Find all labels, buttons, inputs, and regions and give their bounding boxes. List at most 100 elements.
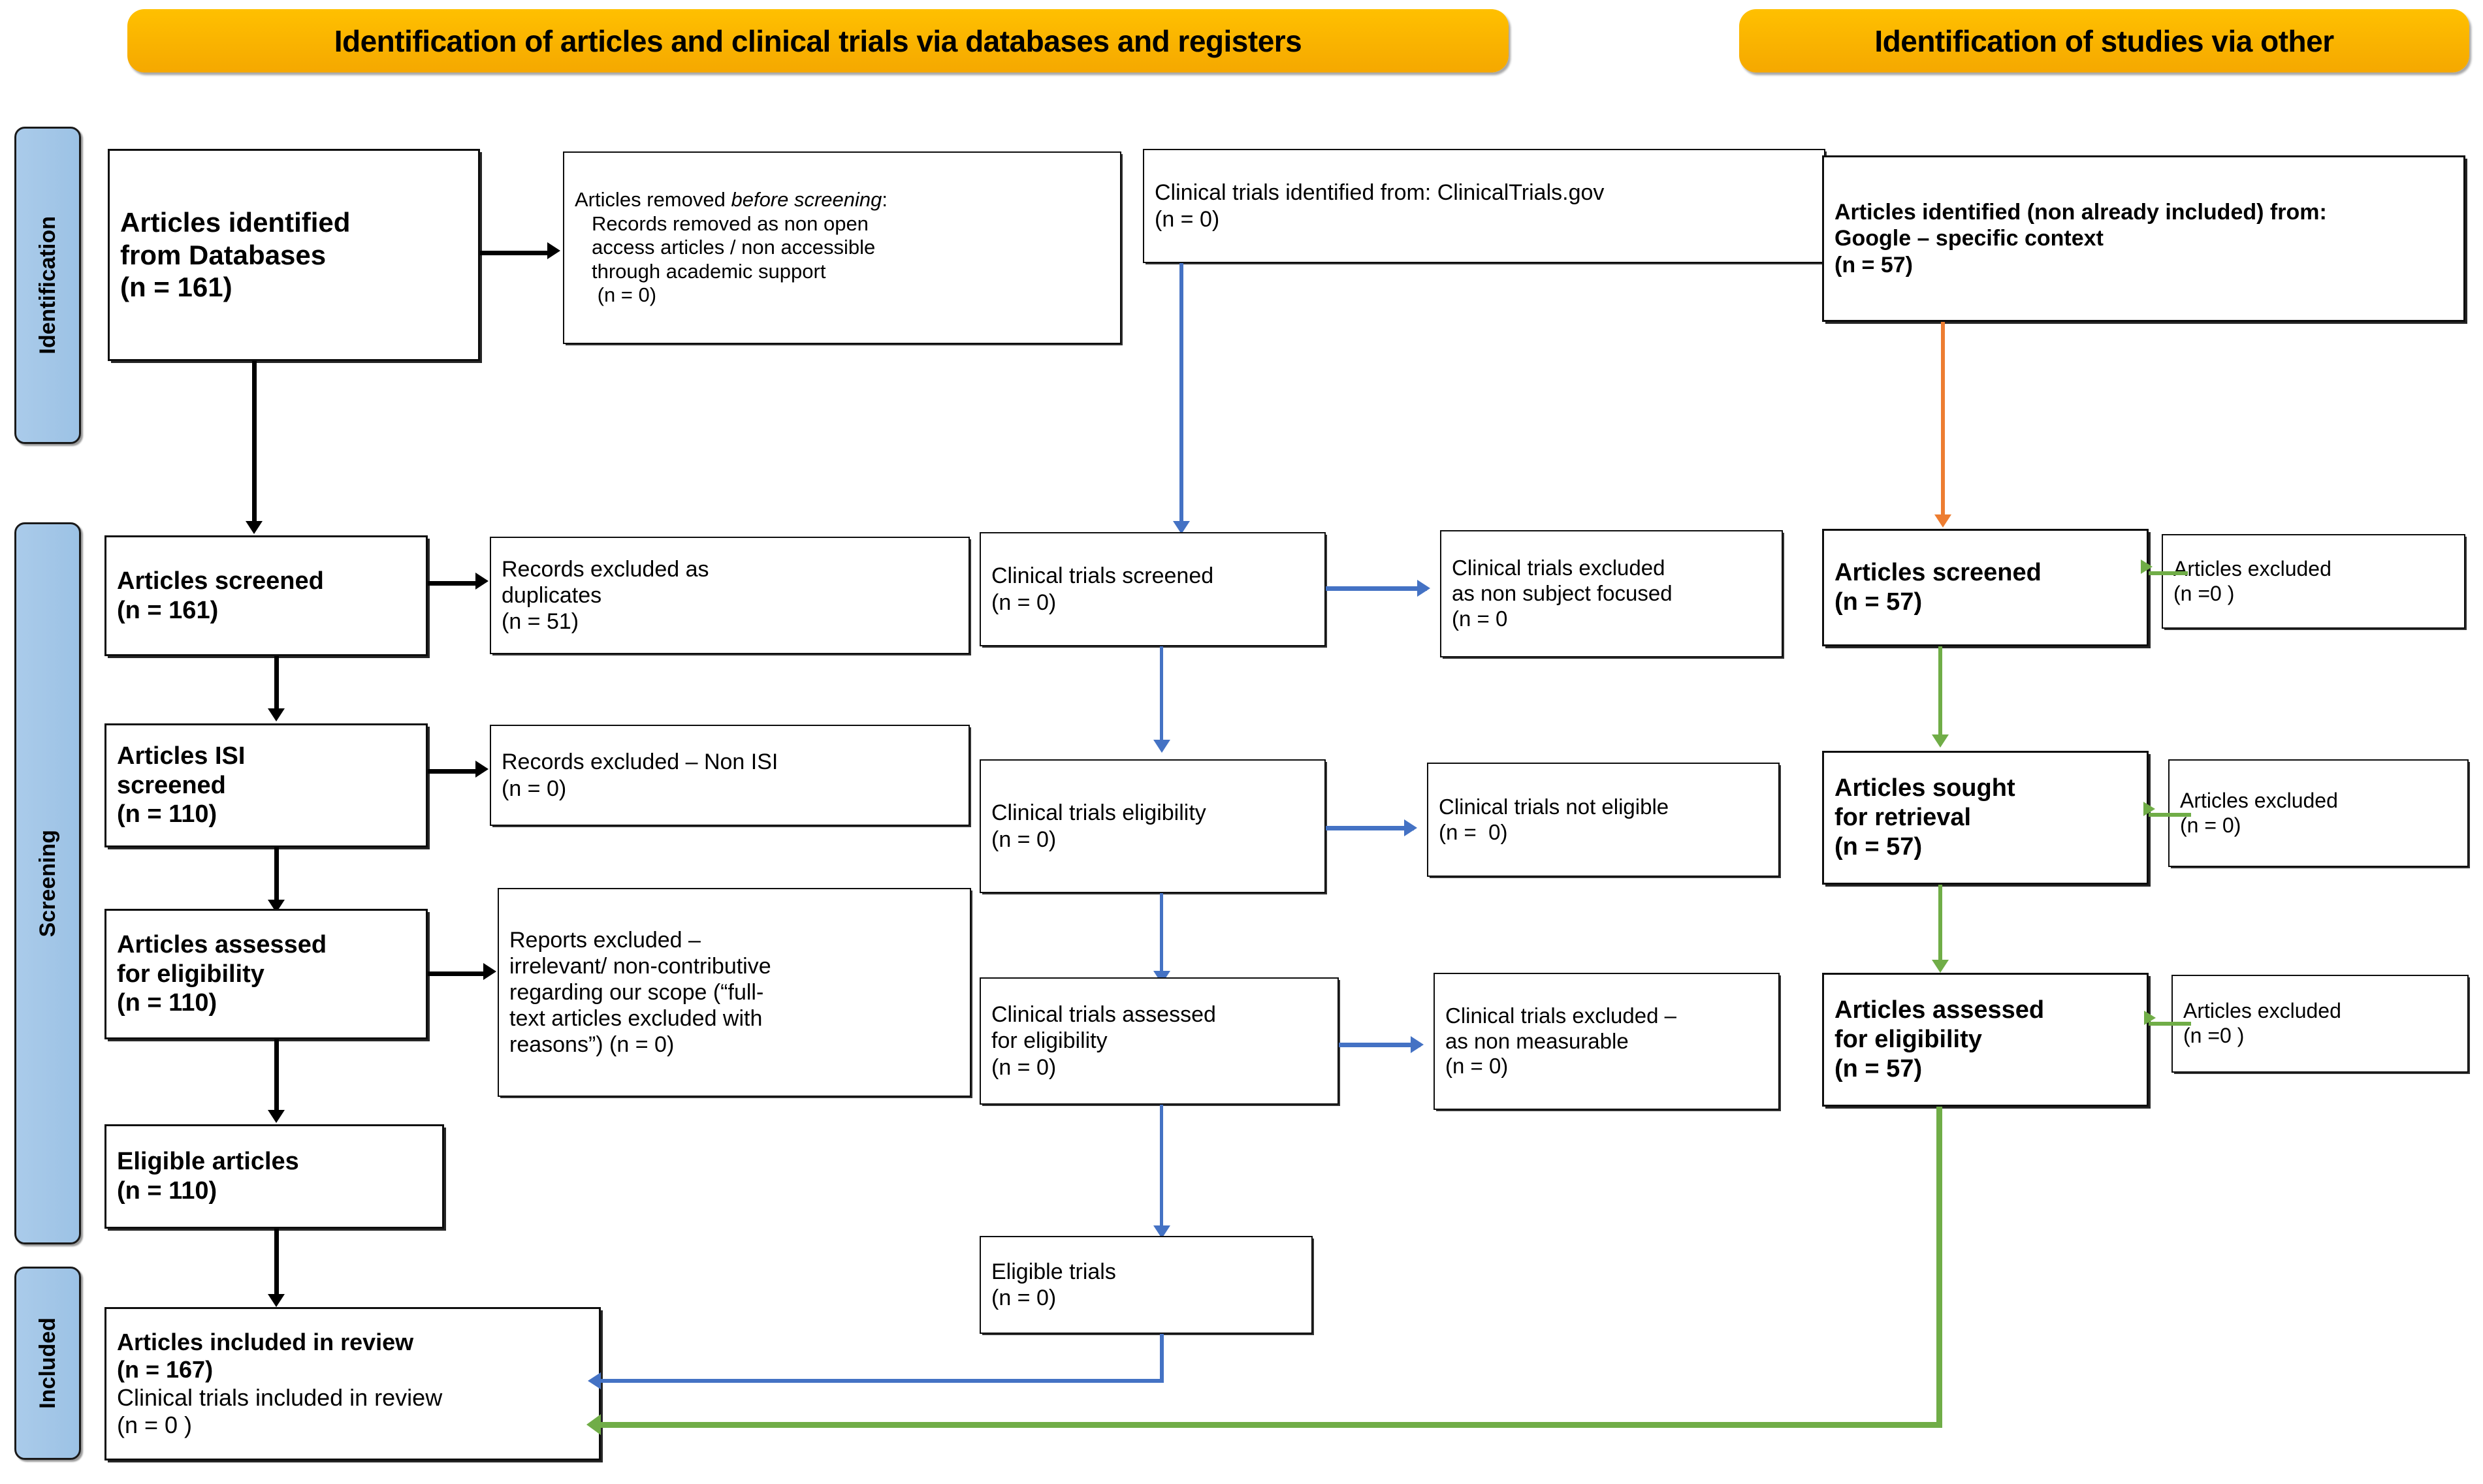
excluded-duplicates-line1: Records excluded as [502,556,709,582]
arrowhead-trials-screened-to-excluded [1417,580,1430,597]
isi-screened-line2: screened [117,771,226,799]
isi-screened-line1: Articles ISI [117,742,246,770]
arrowhead-other-screened-to-sought [1932,734,1949,748]
box-other-articles-assessed-eligibility: Articles assessed for eligibility (n = 5… [1822,973,2149,1107]
connector-trials-screened-to-excluded [1326,586,1427,591]
other-identified-line3: (n = 57) [1834,252,1913,277]
removed-before-screening-line2: Records removed as non open [592,212,869,235]
assessed-line3: (n = 110) [117,989,217,1017]
articles-identified-line2: from Databases [120,239,327,270]
connector-trials-eligibility-to-not-eligible [1326,826,1414,830]
trials-excluded-non-subject-line2: as non subject focused [1452,581,1673,606]
trials-identified-line2: (n = 0) [1155,206,1220,232]
connector-trials-eligibility-to-assessed [1160,893,1163,978]
other-excluded-assessed-line1: Articles excluded [2183,999,2341,1023]
stage-band-screening: Screening [14,522,81,1244]
trials-excluded-non-measurable-line3: (n = 0) [1445,1054,1509,1079]
trials-screened-line2: (n = 0) [991,590,1057,615]
other-identified-line2: Google – specific context [1834,226,2104,251]
box-articles-screened: Articles screened (n = 161) [104,535,428,656]
connector-trials-assessed-to-eligible [1160,1105,1163,1232]
reports-excluded-line2: irrelevant/ non-contributive [509,953,771,979]
removed-before-screening-line4: through academic support [592,259,826,283]
other-assessed-line1: Articles assessed [1834,996,2045,1024]
box-other-articles-excluded-sought: Articles excluded (n = 0) [2168,759,2469,867]
connector-other-assessed-left [601,1422,1942,1428]
arrowhead-other-sought-to-assessed [1932,960,1949,973]
trials-eligibility-line1: Clinical trials eligibility [991,800,1206,826]
trials-assessed-line2: for eligibility [991,1028,1108,1054]
box-records-excluded-non-isi: Records excluded – Non ISI (n = 0) [490,725,970,826]
trials-screened-line1: Clinical trials screened [991,563,1214,589]
connector-identified-to-removed [480,251,549,255]
removed-before-screening-italic: before screening [731,188,882,212]
trials-identified-line1: Clinical trials identified from: Clinica… [1155,180,1605,206]
removed-before-screening-line5: (n = 0) [592,283,657,307]
box-articles-identified-other: Articles identified (non already include… [1822,155,2465,322]
connector-assessed-to-reports-excluded [428,971,485,976]
removed-before-screening-prefix: Articles removed [575,188,731,212]
box-clinical-trials-eligibility: Clinical trials eligibility (n = 0) [980,759,1326,893]
connector-other-sought-to-excluded [2149,813,2191,817]
box-articles-assessed-eligibility: Articles assessed for eligibility (n = 1… [104,909,428,1039]
eligible-articles-line1: Eligible articles [117,1148,299,1176]
excluded-non-isi-line2: (n = 0) [502,776,567,801]
included-line1: Articles included in review [117,1328,414,1355]
connector-other-assessed-to-excluded [2149,1022,2191,1026]
arrowhead-other-screened-to-excluded [2141,560,2153,574]
stage-band-included-label: Included [35,1318,60,1409]
box-articles-isi-screened: Articles ISI screened (n = 110) [104,723,428,847]
other-sought-line2: for retrieval [1834,804,1972,832]
box-clinical-trials-screened: Clinical trials screened (n = 0) [980,532,1326,646]
arrowhead-eligible-to-included [268,1294,285,1307]
arrowhead-trials-eligibility-to-not-eligible [1404,819,1417,836]
reports-excluded-line1: Reports excluded – [509,927,701,953]
connector-eligible-trials-down [1160,1334,1164,1383]
connector-assessed-to-eligible [274,1039,279,1113]
other-screened-line2: (n = 57) [1834,588,1923,616]
trials-assessed-line1: Clinical trials assessed [991,1002,1216,1028]
arrowhead-eligible-trials-to-included [588,1372,601,1389]
connector-trials-assessed-to-excluded [1339,1043,1420,1047]
box-clinical-trials-excluded-non-subject: Clinical trials excluded as non subject … [1440,530,1783,657]
connector-other-screened-to-excluded [2149,571,2188,575]
connector-eligible-trials-left [601,1379,1164,1383]
excluded-duplicates-line2: duplicates [502,582,602,608]
included-line3: Clinical trials included in review [117,1383,443,1411]
other-excluded-screened-line2: (n =0 ) [2173,581,2235,605]
assessed-line2: for eligibility [117,960,264,988]
arrowhead-assessed-to-eligible [268,1110,285,1123]
reports-excluded-line5: reasons”) (n = 0) [509,1032,675,1058]
excluded-non-isi-line1: Records excluded – Non ISI [502,750,778,775]
arrowhead-trials-assessed-to-excluded [1411,1036,1424,1053]
isi-screened-line3: (n = 110) [117,800,217,829]
removed-before-screening-line3: access articles / non accessible [592,236,876,259]
arrowhead-identified-to-removed [547,242,560,259]
trials-excluded-non-subject-line3: (n = 0 [1452,606,1508,631]
box-other-articles-excluded-screened: Articles excluded (n =0 ) [2162,534,2465,629]
arrowhead-trials-identified-to-screened [1173,521,1190,534]
banner-other-sources: Identification of studies via other [1739,9,2469,72]
banner-databases-registers: Identification of articles and clinical … [127,9,1509,72]
box-articles-removed-before-screening: Articles removed before screening: Recor… [563,151,1121,344]
connector-trials-identified-to-screened [1179,263,1183,524]
connector-other-sought-to-assessed [1938,885,1942,966]
box-eligible-trials: Eligible trials (n = 0) [980,1236,1313,1334]
arrowhead-assessed-to-reports-excluded [483,963,496,980]
other-excluded-sought-line1: Articles excluded [2180,788,2338,812]
arrowhead-screened-to-duplicates [475,573,489,590]
eligible-trials-line1: Eligible trials [991,1259,1116,1284]
reports-excluded-line4: text articles excluded with [509,1006,763,1032]
arrowhead-other-assessed-to-included [586,1414,601,1435]
trials-not-eligible-line2: (n = 0) [1439,819,1508,844]
box-clinical-trials-excluded-non-measurable: Clinical trials excluded – as non measur… [1434,973,1780,1110]
connector-eligible-to-included [274,1229,279,1297]
connector-trials-screened-to-eligibility [1160,646,1163,748]
included-line4: (n = 0 ) [117,1411,193,1438]
connector-identified-to-screened [252,361,257,524]
arrowhead-identified-to-screened [246,521,263,534]
box-clinical-trials-not-eligible: Clinical trials not eligible (n = 0) [1427,763,1780,877]
arrowhead-other-identified-to-screened [1934,514,1951,528]
stage-band-screening-label: Screening [35,829,60,938]
